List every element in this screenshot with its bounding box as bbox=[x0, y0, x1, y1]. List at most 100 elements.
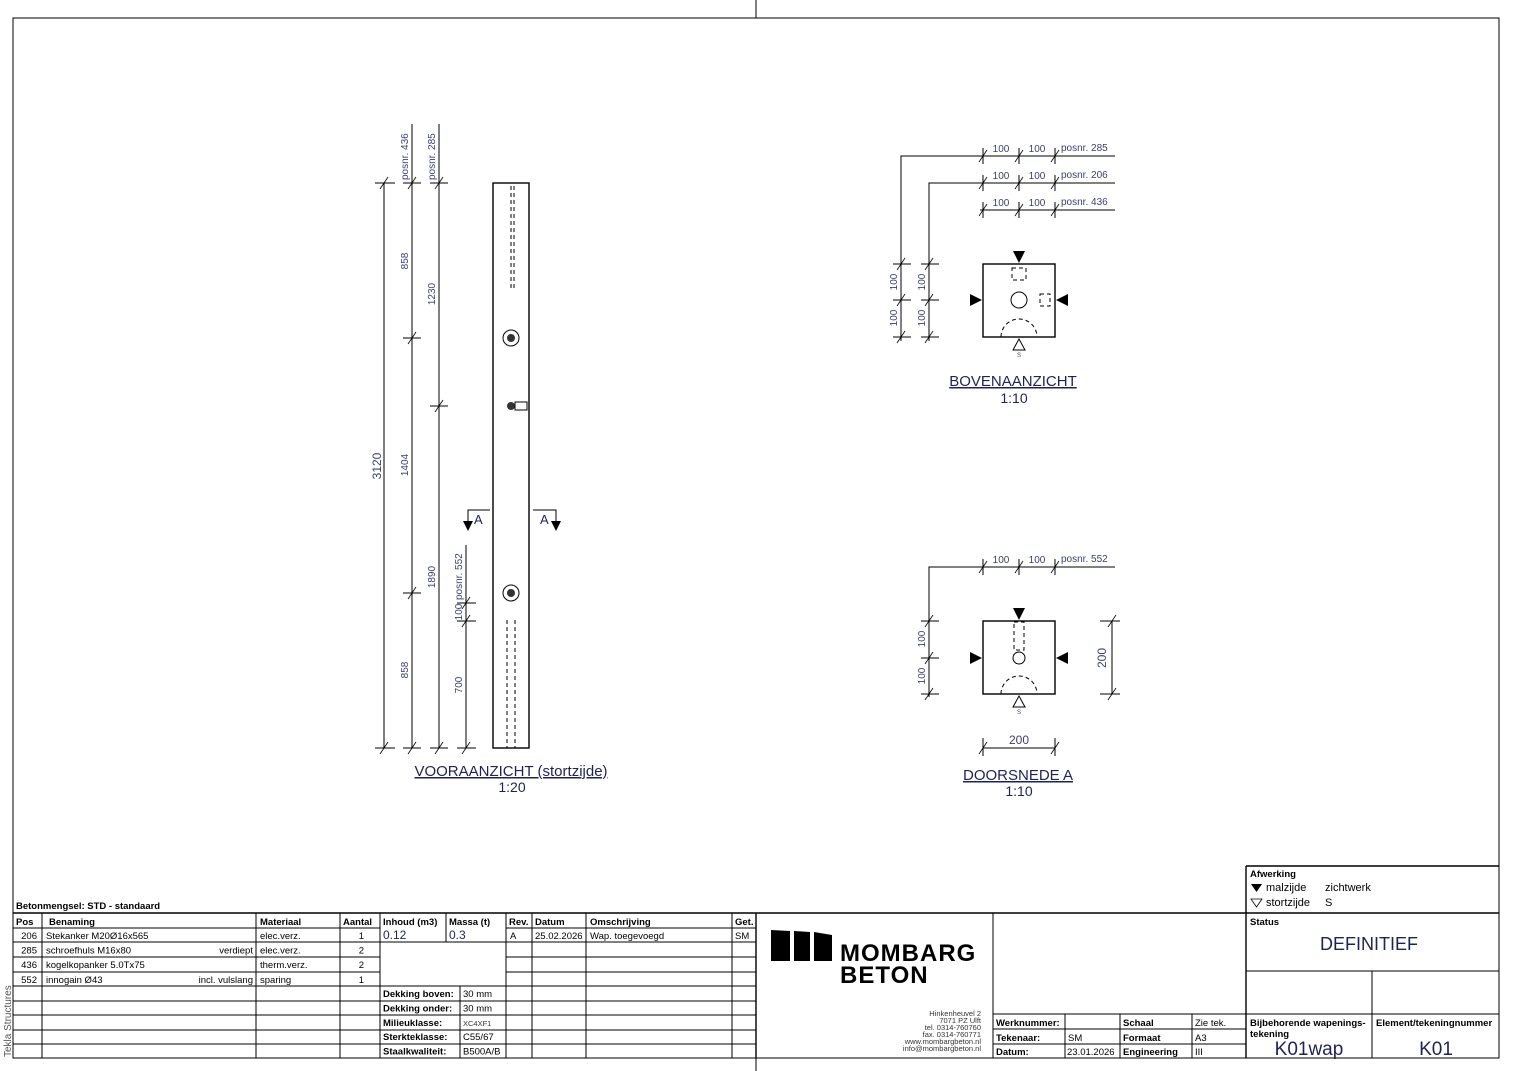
company-logo: MOMBARG BETON bbox=[771, 930, 975, 989]
col-header-get: Get. bbox=[735, 917, 753, 928]
dim-700: 700 bbox=[454, 676, 465, 693]
part-note: incl. vulslang bbox=[199, 975, 253, 986]
dim-100: 100 bbox=[454, 603, 465, 620]
part-material: elec.verz. bbox=[260, 946, 301, 957]
email-link: info@mombargbeton.nl bbox=[903, 1044, 981, 1053]
table-row: 552 innogain Ø43 incl. vulslang sparing 1 bbox=[21, 975, 364, 986]
socket-hidden bbox=[1039, 293, 1051, 307]
part-name: schroefhuls M16x80 bbox=[46, 946, 131, 957]
part-note: verdiept bbox=[219, 946, 253, 957]
mass-label: Massa (t) bbox=[449, 917, 490, 928]
property-value: C55/67 bbox=[463, 1032, 494, 1043]
col-header-datum: Datum bbox=[535, 917, 565, 928]
dim-100: 100 bbox=[993, 555, 1010, 566]
title-block bbox=[13, 865, 1499, 1058]
part-quantity: 2 bbox=[359, 946, 364, 957]
malzijde-arrow bbox=[1013, 251, 1025, 263]
volume-value: 0.12 bbox=[383, 928, 407, 942]
revision-rev: A bbox=[510, 931, 517, 942]
section-mark-left: A bbox=[463, 509, 490, 531]
top-view-scale: 1:10 bbox=[1000, 390, 1027, 406]
dim-1230: 1230 bbox=[427, 282, 438, 305]
datum-value: 23.01.2026 bbox=[1067, 1047, 1115, 1058]
col-header-benaming: Benaming bbox=[49, 917, 95, 928]
dim-100: 100 bbox=[917, 273, 928, 290]
part-name: innogain Ø43 bbox=[46, 975, 103, 986]
property-label: Milieuklasse: bbox=[383, 1018, 442, 1029]
part-pos: 552 bbox=[21, 975, 37, 986]
col-header-pos: Pos bbox=[16, 917, 33, 928]
tekenaar-value: SM bbox=[1068, 1033, 1082, 1044]
formaat-value: A3 bbox=[1195, 1033, 1207, 1044]
col-header-aantal: Aantal bbox=[343, 917, 372, 928]
dim-1404: 1404 bbox=[400, 453, 411, 476]
part-quantity: 2 bbox=[359, 960, 364, 971]
innogain-symbol bbox=[502, 584, 520, 602]
formaat-label: Formaat bbox=[1123, 1033, 1161, 1044]
section-letter: A bbox=[540, 512, 549, 527]
part-pos: 436 bbox=[21, 960, 37, 971]
malzijde-arrow bbox=[1013, 608, 1025, 620]
status-label: Status bbox=[1250, 917, 1279, 928]
section-view: S 100 100 posnr. 552 100 100 200 200 DOO… bbox=[917, 554, 1120, 799]
innogain-hidden bbox=[1013, 621, 1025, 651]
dim-100: 100 bbox=[889, 273, 900, 290]
part-material: sparing bbox=[260, 975, 291, 986]
section-mark-right: A bbox=[533, 509, 561, 531]
engineering-label: Engineering bbox=[1123, 1047, 1178, 1058]
datum-label: Datum: bbox=[996, 1047, 1029, 1058]
top-outline bbox=[982, 263, 1056, 338]
dim-100: 100 bbox=[1029, 555, 1046, 566]
posnr-285-label: posnr. 285 bbox=[1061, 143, 1108, 154]
rebar-drawing-label: Bijbehorende wapenings- bbox=[1250, 1018, 1366, 1029]
concrete-mix-label: Betonmengsel: STD - standaard bbox=[16, 901, 160, 912]
element-value: K01 bbox=[1419, 1039, 1453, 1060]
part-quantity: 1 bbox=[359, 975, 364, 986]
malzijde-arrow bbox=[970, 294, 982, 306]
property-value: B500A/B bbox=[463, 1047, 501, 1058]
volume-label: Inhoud (m3) bbox=[383, 917, 437, 928]
dim-100: 100 bbox=[993, 144, 1010, 155]
dim-100: 100 bbox=[917, 309, 928, 326]
part-material: therm.verz. bbox=[260, 960, 308, 971]
rebar-drawing-value: K01wap bbox=[1275, 1039, 1344, 1060]
revision-description: Wap. toegevoegd bbox=[590, 931, 664, 942]
part-pos: 206 bbox=[21, 931, 37, 942]
front-dimensions bbox=[375, 124, 476, 755]
socket-symbol bbox=[507, 401, 528, 411]
property-label: Staalkwaliteit: bbox=[383, 1047, 446, 1058]
part-name: kogelkopanker 5.0Tx75 bbox=[46, 960, 145, 971]
property-value: 30 mm bbox=[463, 1003, 492, 1014]
part-pos: 285 bbox=[21, 946, 37, 957]
afwerking-label: Afwerking bbox=[1250, 869, 1296, 880]
stortzijde-label: stortzijde bbox=[1266, 897, 1310, 909]
website-link: www.mombargbeton.nl bbox=[904, 1037, 982, 1046]
front-view-scale: 1:20 bbox=[498, 779, 525, 795]
front-view: 3120 858 1404 858 1230 1890 100 700 posn… bbox=[370, 124, 608, 795]
dim-100: 100 bbox=[993, 198, 1010, 209]
schaal-label: Schaal bbox=[1123, 1018, 1154, 1029]
dim-100: 100 bbox=[917, 667, 928, 684]
dim-1890: 1890 bbox=[427, 565, 438, 588]
part-material: elec.verz. bbox=[260, 931, 301, 942]
dim-height: 200 bbox=[1095, 648, 1109, 668]
posnr-552-label: posnr. 552 bbox=[454, 553, 465, 600]
company-address: Hinkenheuvel 2 7071 PZ Ulft tel. 0314-76… bbox=[903, 1009, 982, 1053]
malzijde-arrow bbox=[970, 652, 982, 664]
top-view-title: BOVENAANZICHT bbox=[949, 373, 1077, 390]
section-outline bbox=[982, 620, 1056, 695]
part-quantity: 1 bbox=[359, 931, 364, 942]
table-row: 436 kogelkopanker 5.0Tx75 therm.verz. 2 bbox=[21, 960, 364, 971]
address-line: tel. 0314-760760 bbox=[925, 1023, 981, 1032]
table-row: 285 schroefhuls M16x80 verdiept elec.verz. 2 bbox=[21, 946, 364, 957]
element-label: Element/tekeningnummer bbox=[1376, 1018, 1492, 1029]
dim-100: 100 bbox=[993, 171, 1010, 182]
dim-858-top: 858 bbox=[400, 252, 411, 269]
top-view: S 100 100 posnr. 285 100 100 posnr. 206 … bbox=[889, 143, 1115, 406]
property-label: Dekking onder: bbox=[383, 1003, 452, 1014]
rebar-drawing-label-2: tekening bbox=[1250, 1029, 1289, 1040]
dim-width: 200 bbox=[1009, 733, 1029, 747]
property-label: Sterkteklasse: bbox=[383, 1032, 447, 1043]
